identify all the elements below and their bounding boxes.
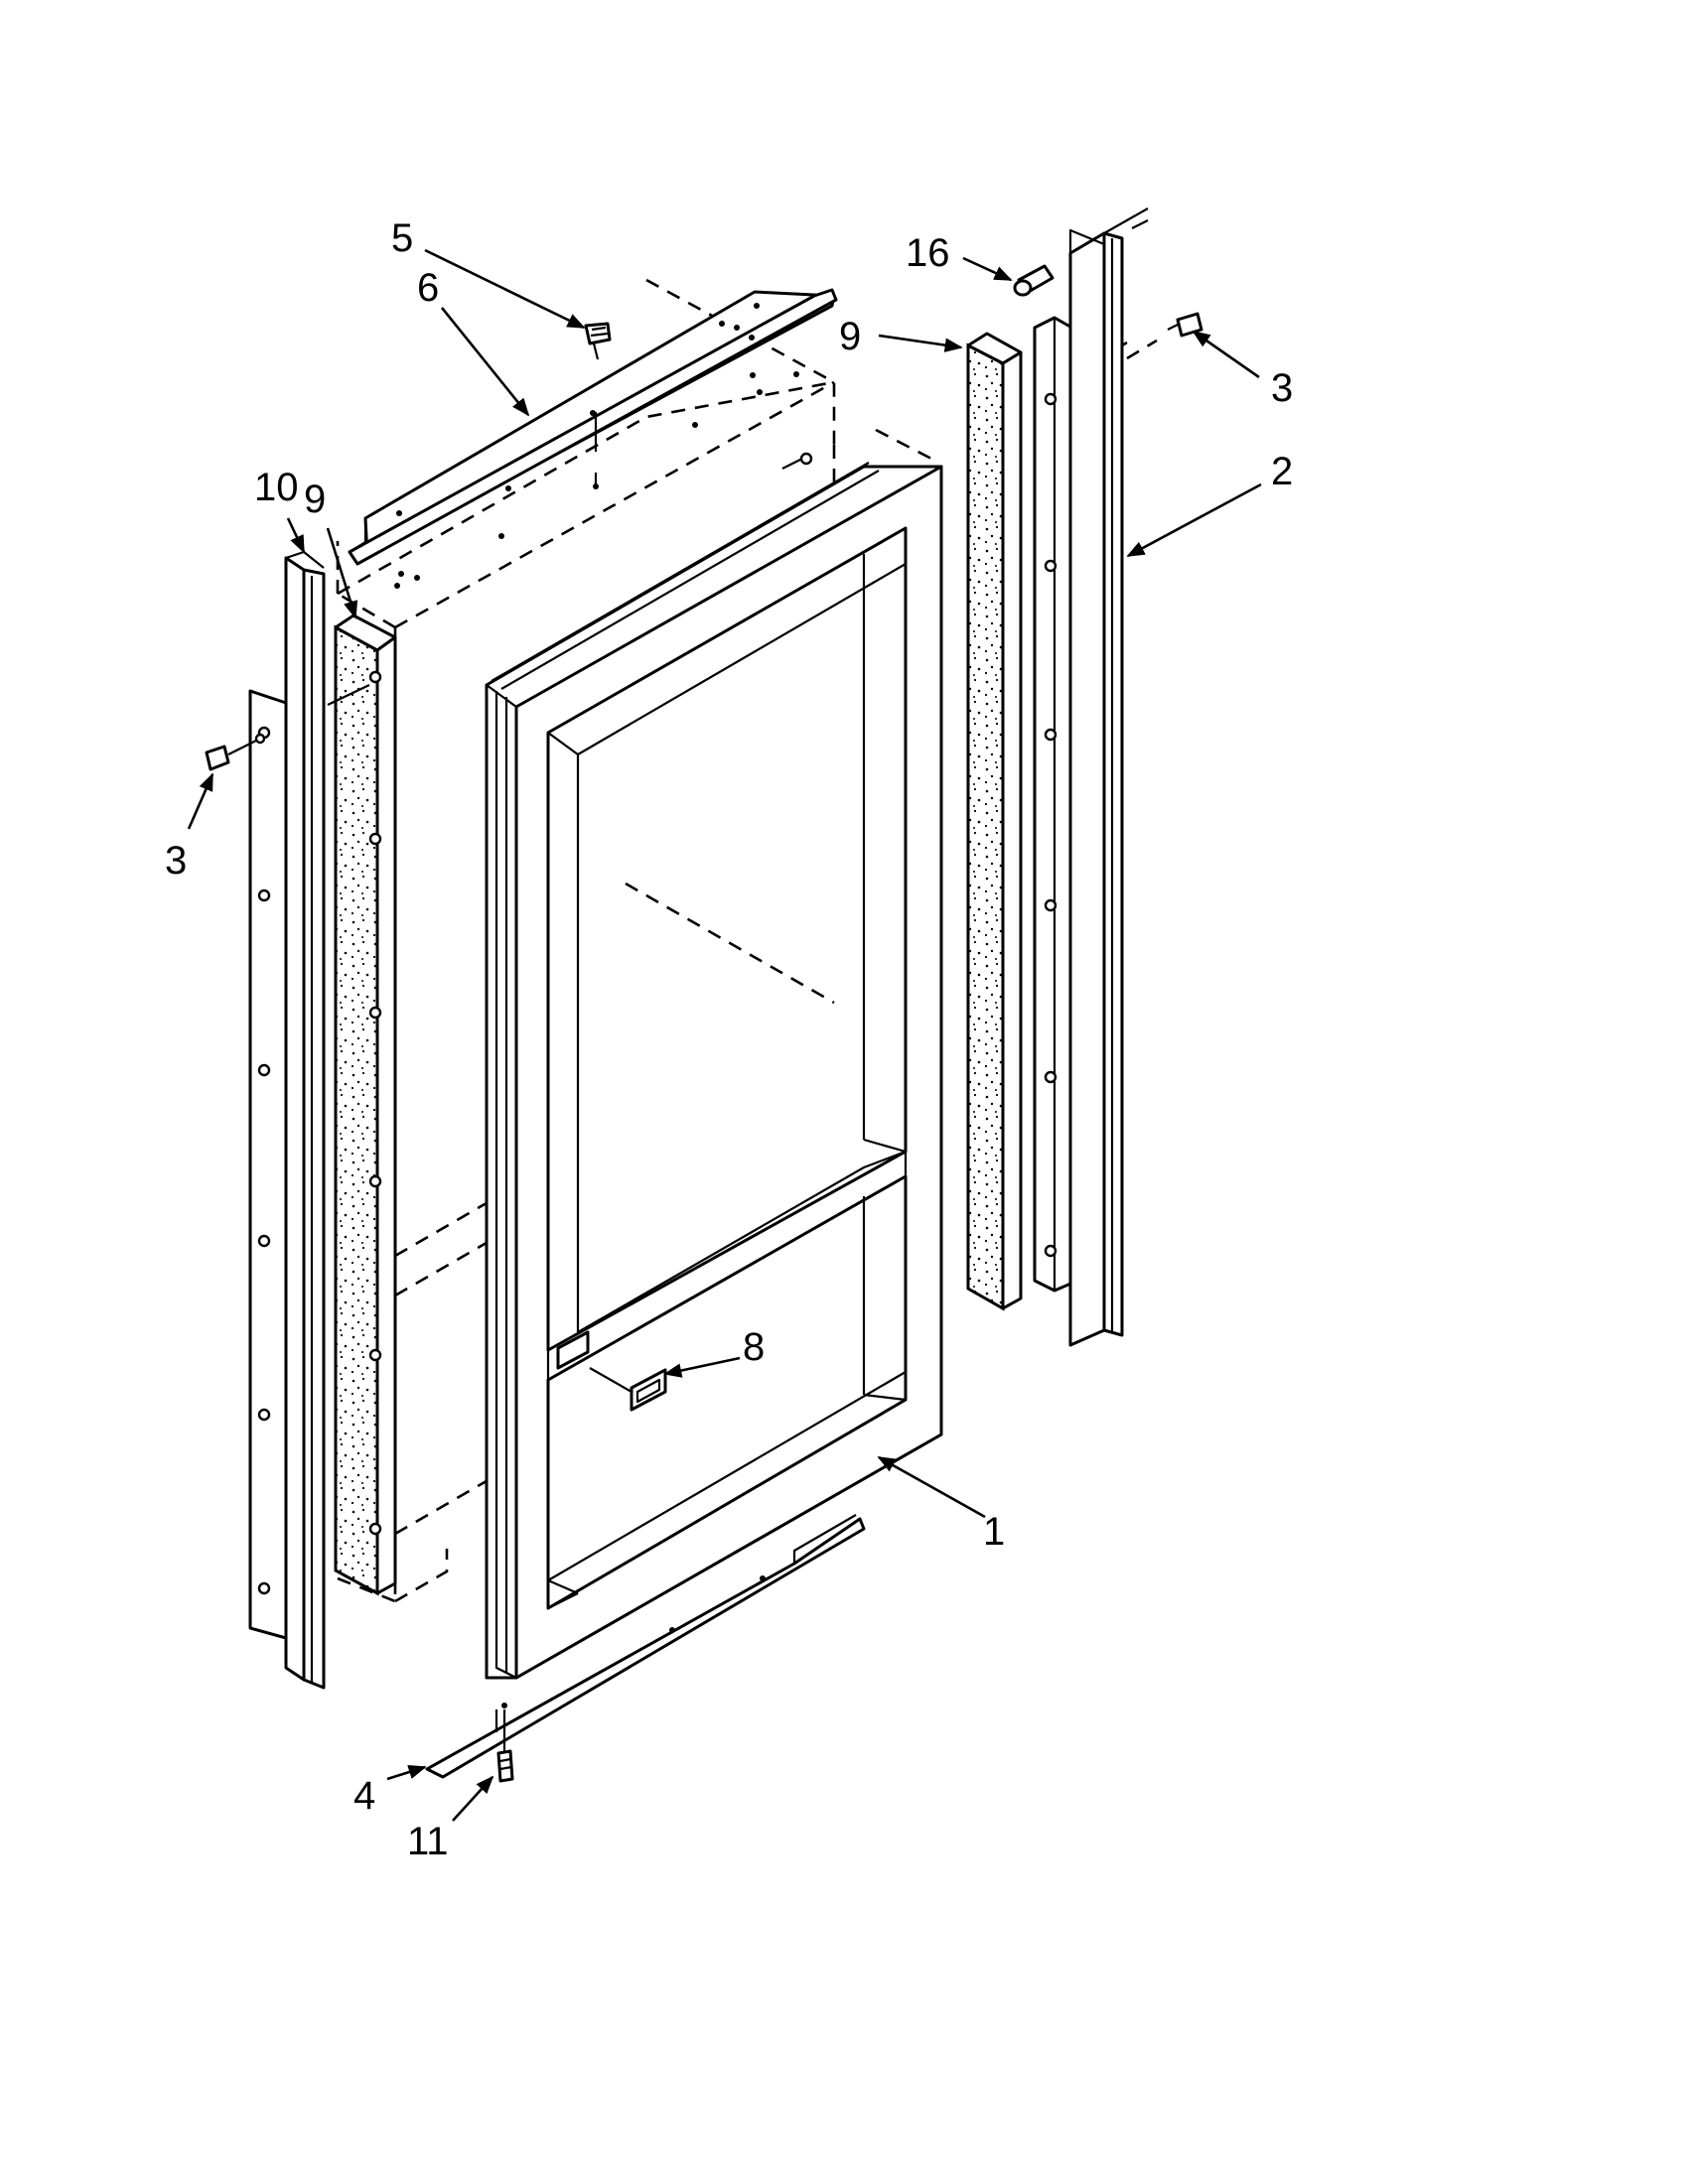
callout-labels: 5 6 16 9 3 2 10 9 3 8 1 4 11 [165, 216, 1293, 1863]
callout-3-left: 3 [165, 839, 187, 883]
top-trim-strip [348, 288, 838, 566]
badge-8 [556, 1330, 667, 1412]
pin-16 [1013, 264, 1055, 297]
small-screw-top [781, 452, 813, 470]
callout-10: 10 [254, 466, 299, 509]
right-hinge-angle-2 [1068, 207, 1149, 1347]
door-frame [485, 462, 943, 1680]
left-hinge-plate [248, 689, 288, 1640]
screw-11 [496, 1735, 514, 1783]
callout-2: 2 [1271, 450, 1293, 493]
callout-5: 5 [391, 216, 413, 260]
bottom-trim-strip-4 [425, 1514, 866, 1779]
right-foam-strip-9 [966, 332, 1023, 1311]
callout-8: 8 [743, 1325, 765, 1369]
left-foam-strip-9 [327, 614, 397, 1596]
callout-11: 11 [407, 1820, 449, 1863]
callout-4: 4 [353, 1774, 375, 1818]
screw-5 [584, 322, 612, 360]
callout-9-right: 9 [839, 315, 861, 358]
callout-9-left: 9 [304, 478, 326, 521]
callout-16: 16 [906, 231, 950, 275]
leader-lines [187, 248, 1262, 1822]
callout-1: 1 [983, 1510, 1005, 1554]
callout-3-right: 3 [1271, 366, 1293, 410]
callout-6: 6 [417, 266, 439, 310]
right-screw-3 [1167, 312, 1203, 338]
top-panel [336, 325, 835, 596]
left-screw-3 [205, 733, 266, 771]
left-hinge-angle-10 [284, 550, 326, 1690]
